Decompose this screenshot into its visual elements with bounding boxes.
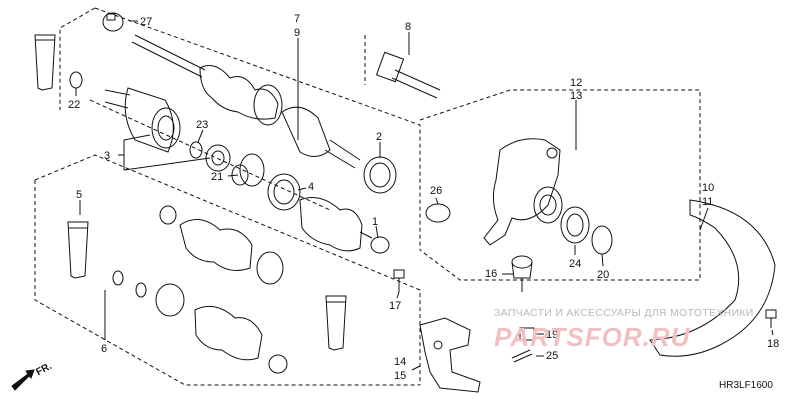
circlip-21 xyxy=(239,153,265,187)
group-frames xyxy=(34,7,701,386)
callout-17: 17 xyxy=(389,300,401,312)
clamp-1 xyxy=(370,236,390,254)
circlip-20 xyxy=(591,225,613,255)
bolt-17 xyxy=(393,269,405,292)
callout-9: 9 xyxy=(294,27,300,39)
front-arrow-icon xyxy=(11,369,35,391)
watermark-text: ЗАПЧАСТИ И АКСЕССУАРЫ ДЛЯ МОТОТЕХНИКИ xyxy=(494,307,754,319)
callout-3: 3 xyxy=(104,150,110,162)
callout-5: 5 xyxy=(76,189,82,201)
steering-knuckle xyxy=(483,138,563,246)
circlip-26 xyxy=(425,203,451,223)
callout-12: 12 xyxy=(570,77,582,89)
castle-nut xyxy=(519,327,535,341)
wheel-bearing xyxy=(560,206,590,244)
callout-21: 21 xyxy=(211,171,223,183)
callout-25: 25 xyxy=(546,350,558,362)
grease-tube-left xyxy=(67,221,89,279)
boot-middle xyxy=(299,197,373,252)
grease-tube-upper xyxy=(34,34,56,91)
callout-19: 19 xyxy=(546,329,558,341)
circlip-left-2 xyxy=(135,282,147,298)
circlip-21-small xyxy=(231,164,249,186)
watermark-brand: PARTSFOR.RU xyxy=(494,322,691,352)
boot-left-upper xyxy=(159,205,284,285)
spindle xyxy=(375,51,441,99)
callout-16: 16 xyxy=(485,268,497,280)
callout-27: 27 xyxy=(140,16,152,28)
cotter-pin xyxy=(511,349,533,363)
bolt-18 xyxy=(765,309,777,328)
diagram-code: HR3LF1600 xyxy=(719,380,773,391)
ball-joint xyxy=(511,255,533,292)
callout-13: 13 xyxy=(570,90,582,102)
drive-shaft-outboard xyxy=(131,34,361,169)
leader-lines xyxy=(75,20,774,371)
callout-23: 23 xyxy=(196,119,208,131)
circlip-left-1 xyxy=(112,270,124,286)
callout-26: 26 xyxy=(430,185,442,197)
callout-11: 11 xyxy=(702,196,713,208)
callout-8: 8 xyxy=(405,21,411,33)
caliper-bracket xyxy=(419,317,481,393)
callout-18: 18 xyxy=(767,338,779,350)
callout-14: 14 xyxy=(394,356,406,368)
boot-band-2 xyxy=(363,156,397,194)
clamp-27 xyxy=(102,12,124,32)
callout-22: 22 xyxy=(68,99,80,111)
callout-15: 15 xyxy=(394,370,406,382)
circlip-22 xyxy=(69,71,83,89)
callout-2: 2 xyxy=(376,131,382,143)
bearing-cage xyxy=(205,144,231,172)
circlip-23 xyxy=(189,141,203,159)
callout-24: 24 xyxy=(569,258,581,270)
callout-6: 6 xyxy=(101,343,107,355)
callout-20: 20 xyxy=(597,269,609,281)
disc-cover xyxy=(649,199,776,357)
callout-1: 1 xyxy=(372,216,378,228)
callout-10: 10 xyxy=(702,182,714,194)
callout-4: 4 xyxy=(308,181,314,193)
callout-7: 7 xyxy=(294,13,300,25)
boot-left-lower xyxy=(155,283,288,374)
grease-tube-right xyxy=(325,295,347,351)
cv-joint-inboard xyxy=(104,87,181,153)
boot-band-4 xyxy=(267,173,301,211)
